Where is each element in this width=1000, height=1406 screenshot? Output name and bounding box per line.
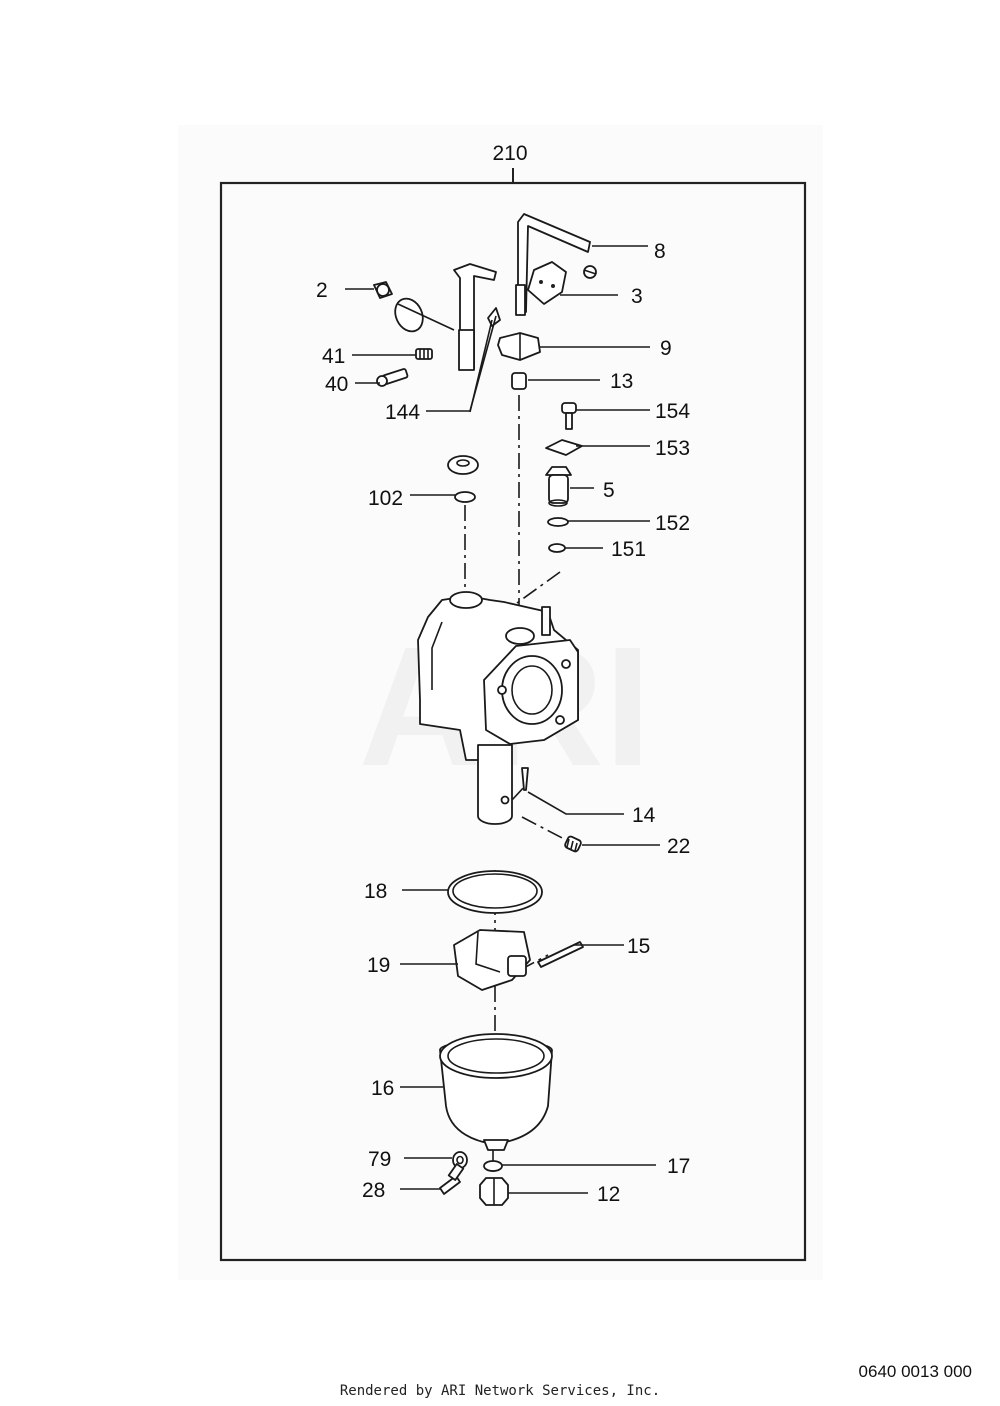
throttle-screw [373, 281, 393, 299]
axis-screw-22 [521, 816, 567, 841]
float-needle [511, 372, 527, 390]
callout-5: 5 [603, 479, 615, 502]
callout-2: 2 [316, 279, 328, 302]
main-jet [545, 466, 572, 507]
axis-main-jet [509, 571, 561, 609]
idle-screw [376, 368, 409, 387]
choke-plate [527, 261, 597, 305]
callout-9: 9 [660, 337, 672, 360]
callout-18: 18 [364, 880, 387, 903]
callout-144: 144 [385, 401, 420, 424]
callout-41: 41 [322, 345, 345, 368]
callout-28: 28 [362, 1179, 385, 1202]
jet-oring-large [547, 517, 569, 527]
carburetor-body [417, 591, 579, 825]
callout-40: 40 [325, 373, 348, 396]
callout-13: 13 [610, 370, 633, 393]
callout-152: 152 [655, 512, 690, 535]
drain-screw [564, 835, 582, 853]
callout-8: 8 [654, 240, 666, 263]
throttle-shaft [453, 263, 501, 371]
idle-spring [415, 348, 433, 360]
bowl-gasket [447, 870, 543, 914]
callout-3: 3 [631, 285, 643, 308]
bowl-nut [479, 1177, 509, 1206]
drain-bolt [439, 1163, 465, 1195]
callout-15: 15 [627, 935, 650, 958]
float [497, 332, 541, 361]
choke-lever [515, 213, 591, 316]
body-pin [521, 767, 529, 791]
callout-19: 19 [367, 954, 390, 977]
callout-22: 22 [667, 835, 690, 858]
jet-screw [561, 402, 577, 430]
diagram-code: 0640 0013 000 [858, 1362, 972, 1381]
float-pin [537, 941, 584, 968]
callout-102: 102 [368, 487, 403, 510]
callout-12: 12 [597, 1183, 620, 1206]
assembly-number: 210 [492, 142, 527, 165]
callout-14: 14 [632, 804, 656, 827]
callout-17: 17 [667, 1155, 690, 1178]
throttle-seal [447, 455, 479, 475]
callout-16: 16 [371, 1077, 394, 1100]
throttle-oring [454, 491, 476, 503]
leader-lines [345, 245, 660, 1194]
float-bowl [439, 1033, 553, 1151]
render-credit: Rendered by ARI Network Services, Inc. [339, 1383, 661, 1399]
float-pontoon [453, 929, 531, 991]
callout-153: 153 [655, 437, 690, 460]
jet-oring-small [548, 543, 566, 553]
callout-154: 154 [655, 400, 690, 423]
callout-79: 79 [368, 1148, 391, 1171]
bowl-nut-gasket [483, 1160, 503, 1172]
axis-pin-14 [511, 785, 526, 801]
throttle-plate [394, 297, 455, 333]
callout-151: 151 [611, 538, 646, 561]
